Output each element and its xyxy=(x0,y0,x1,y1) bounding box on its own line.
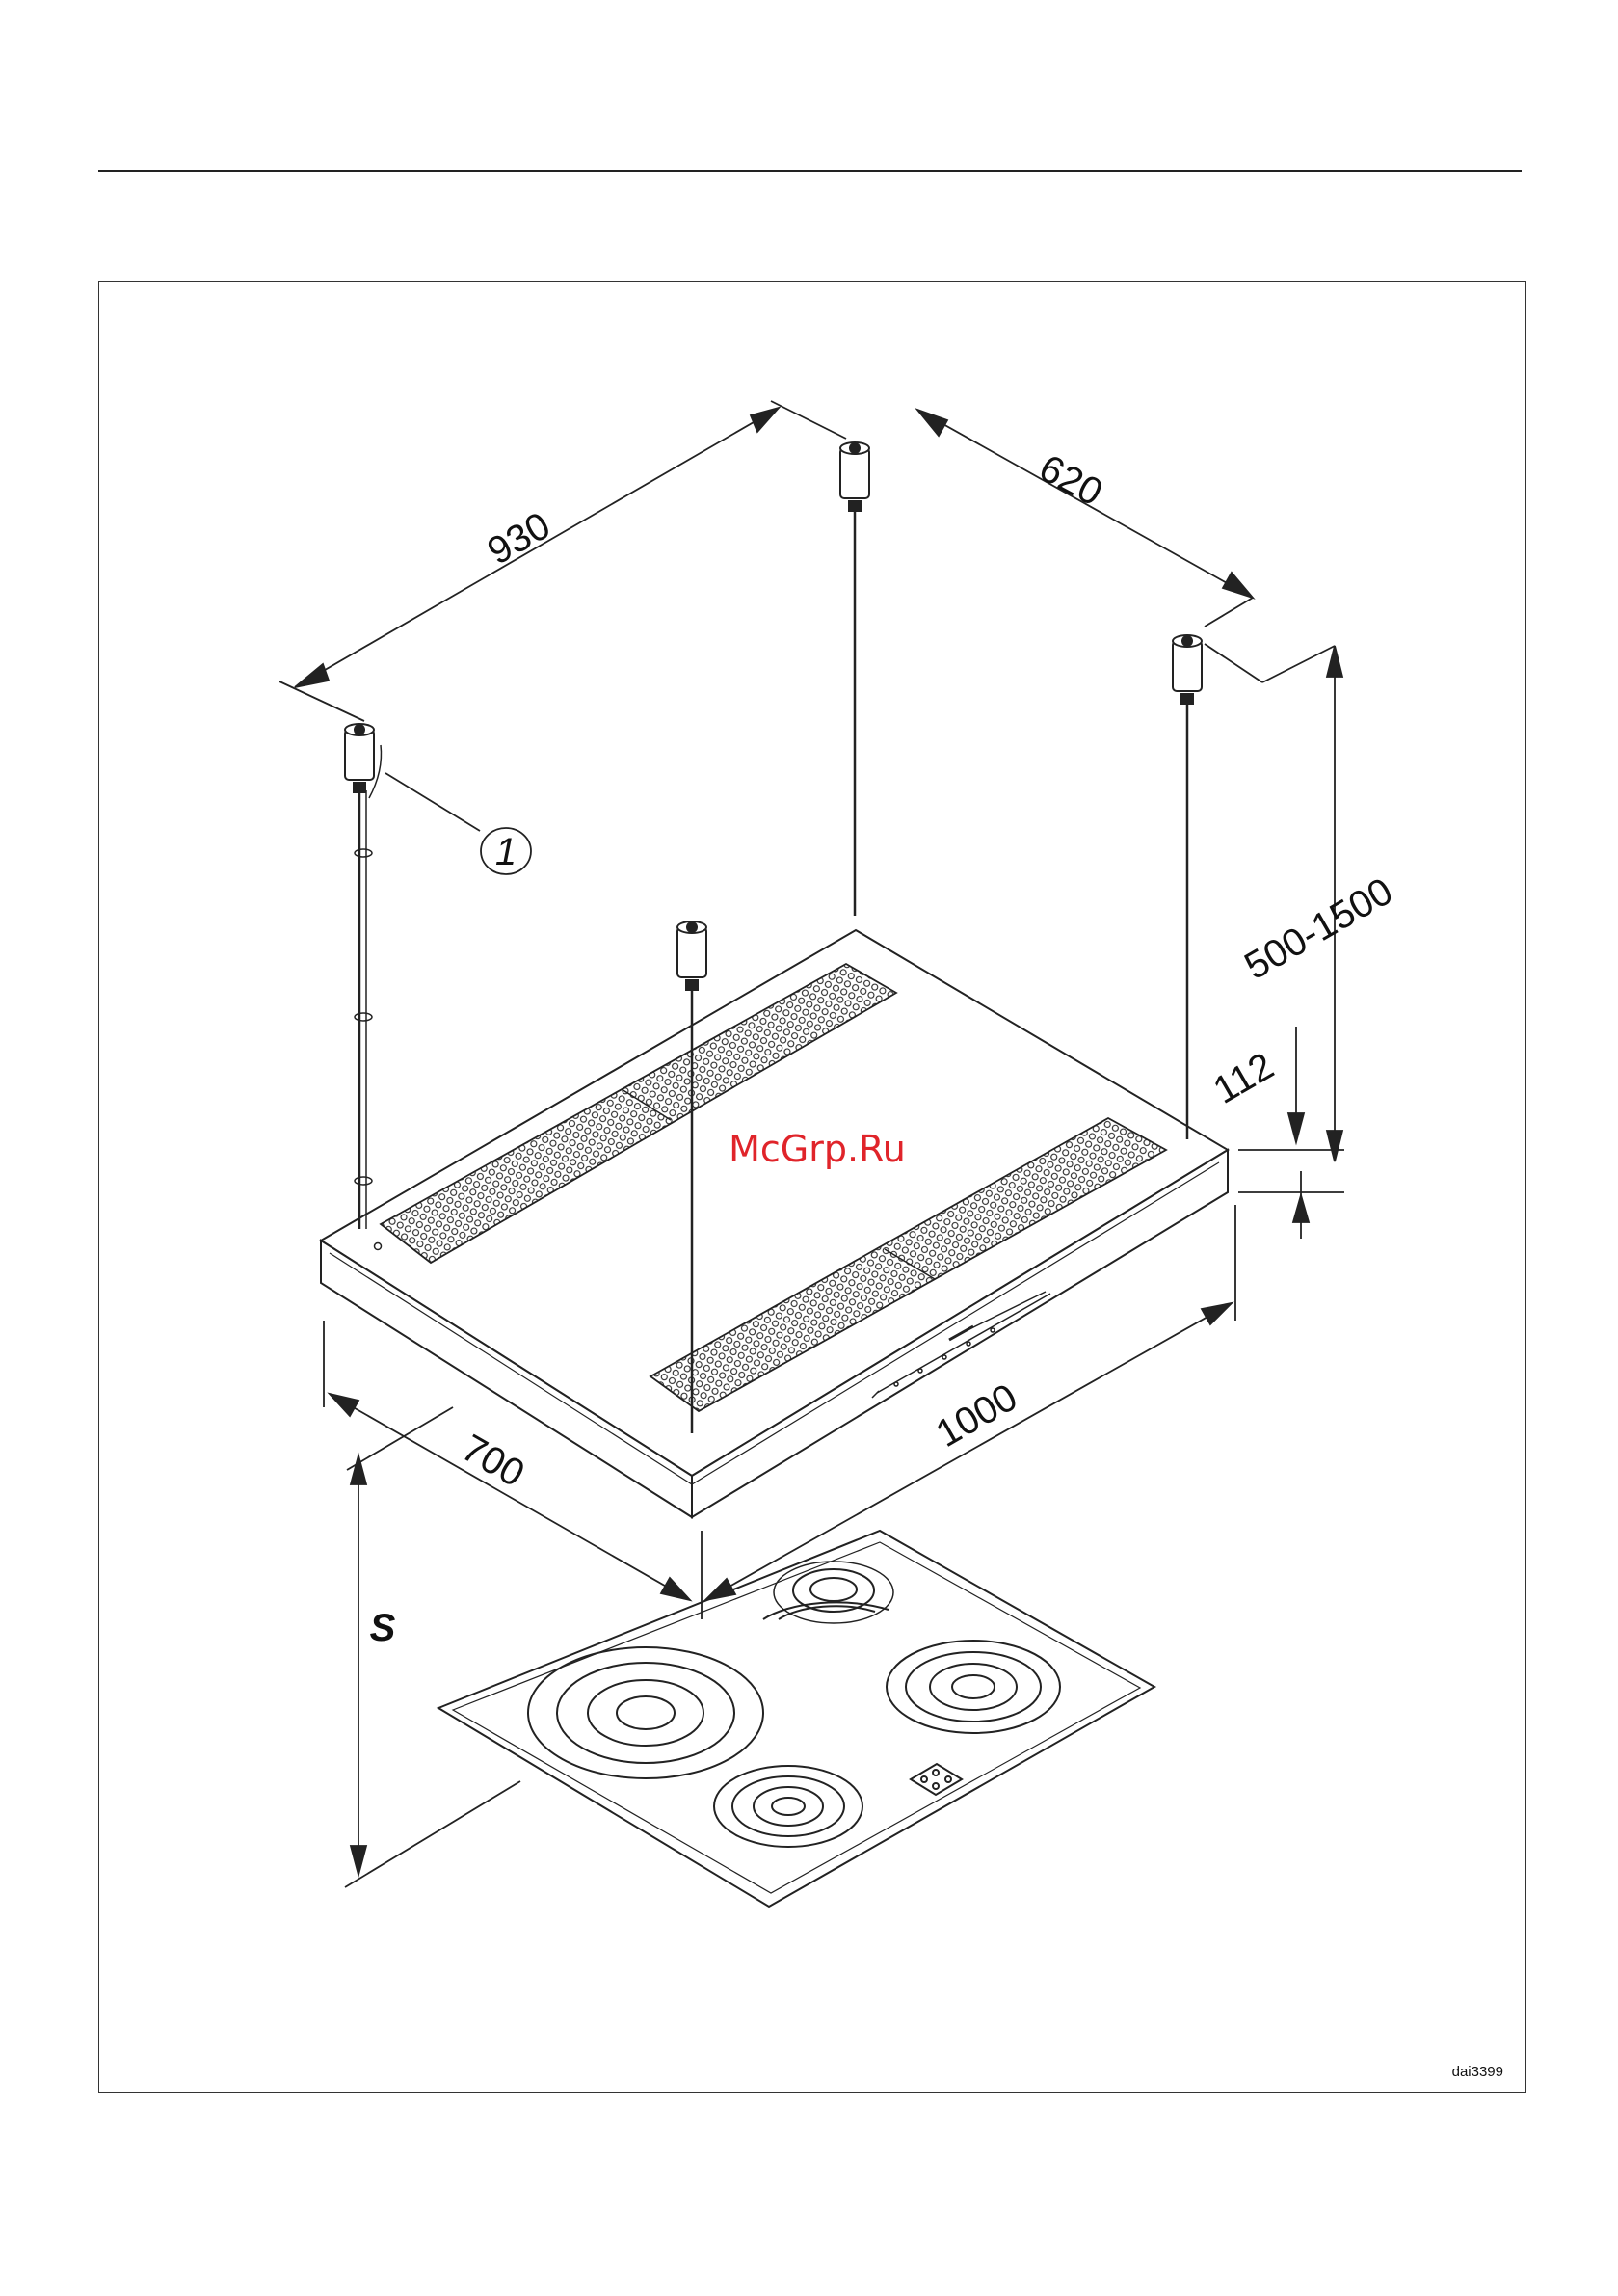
dim-500-1500: 500-1500 xyxy=(1237,869,1399,988)
ceiling-anchors xyxy=(345,442,1202,990)
callout-number: 1 xyxy=(495,831,517,873)
ceiling-anchor-back xyxy=(840,442,869,511)
dim-930: 930 xyxy=(481,504,558,573)
dim-700: 700 xyxy=(455,1427,532,1495)
burner-back xyxy=(763,1562,893,1623)
burner-large xyxy=(528,1647,763,1778)
dim-s: S xyxy=(370,1607,396,1649)
ceiling-anchor-left xyxy=(345,724,374,792)
dim-620: 620 xyxy=(1032,446,1109,514)
cooktop xyxy=(438,1531,1154,1907)
burner-front xyxy=(714,1766,862,1847)
ceiling-anchor-front xyxy=(677,921,706,990)
watermark: McGrp.Ru xyxy=(729,1128,906,1170)
drawing-code: dai3399 xyxy=(1452,2064,1503,2080)
dim-1000: 1000 xyxy=(929,1375,1024,1455)
hob-controls xyxy=(911,1764,962,1795)
burner-right xyxy=(887,1641,1060,1733)
extractor-hood xyxy=(321,930,1228,1517)
ceiling-anchor-right xyxy=(1173,635,1202,704)
cooktop-outline xyxy=(438,1531,1154,1907)
dim-112: 112 xyxy=(1207,1045,1281,1112)
